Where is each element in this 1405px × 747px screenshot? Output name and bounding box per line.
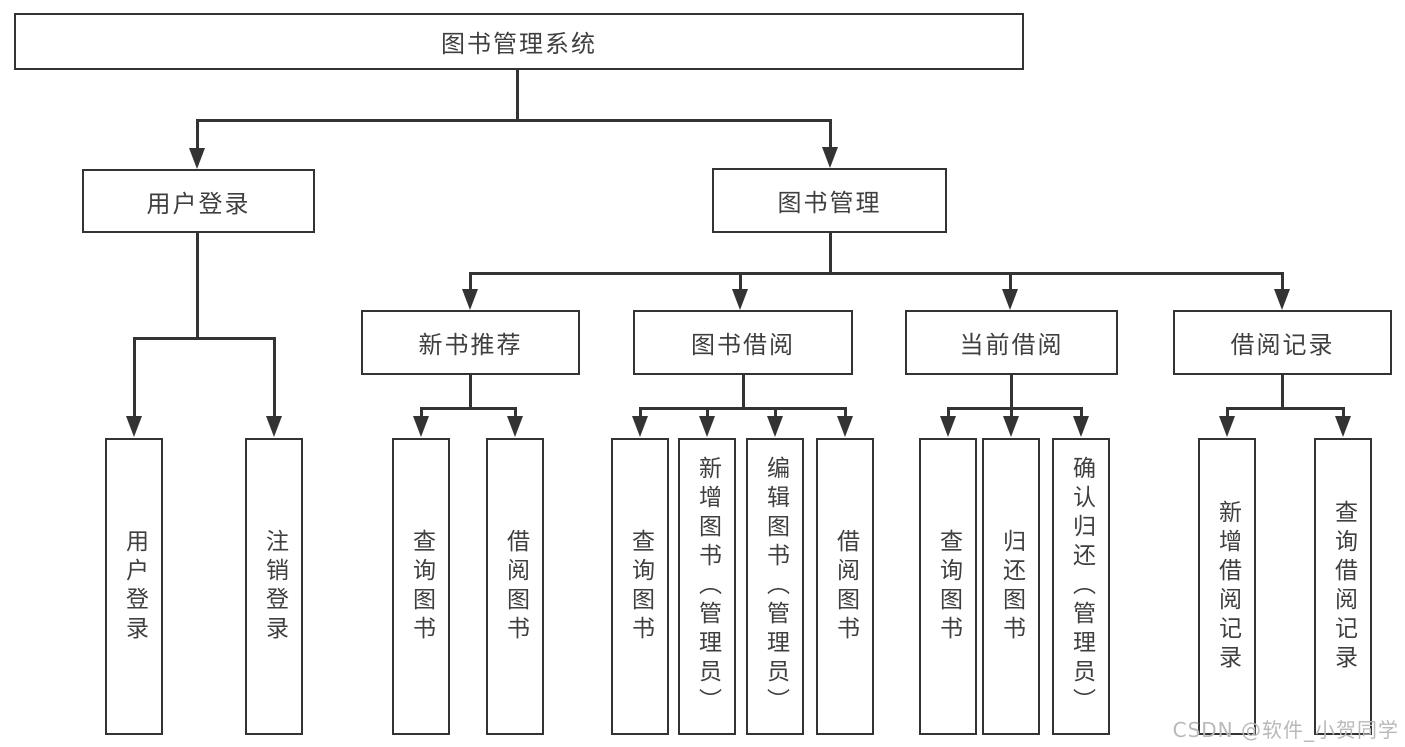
node-label: 查询借阅记录 xyxy=(1330,499,1357,674)
connector-line xyxy=(1342,407,1345,418)
arrowhead-down xyxy=(699,416,715,437)
arrowhead-down xyxy=(126,416,142,437)
node-label: 图书管理 xyxy=(777,189,882,217)
connector-line xyxy=(1010,373,1013,407)
arrowhead-down xyxy=(732,289,748,310)
leaf-edit-books-admin: 编辑图书（管理员） xyxy=(746,438,804,735)
node-book-borrowing: 图书借阅 xyxy=(633,310,853,375)
arrowhead-down xyxy=(837,416,853,437)
connector-line xyxy=(947,407,950,418)
connector-line xyxy=(196,233,199,337)
node-new-book-recommend: 新书推荐 xyxy=(361,310,580,375)
arrowhead-down xyxy=(1335,416,1351,437)
leaf-logout: 注销登录 xyxy=(245,438,303,735)
connector-line xyxy=(273,337,276,417)
connector-line xyxy=(829,233,832,274)
arrowhead-down xyxy=(632,416,648,437)
leaf-borrow-books-borrowing: 借阅图书 xyxy=(816,438,874,735)
connector-line xyxy=(829,119,832,149)
connector-line xyxy=(1226,407,1229,418)
connector-hbar xyxy=(639,407,846,410)
connector-line xyxy=(639,407,642,418)
node-label: 借阅图书 xyxy=(832,528,859,645)
connector-line xyxy=(469,272,472,291)
connector-root-stem xyxy=(516,70,519,119)
arrowhead-down xyxy=(767,416,783,437)
arrowhead-down xyxy=(1073,416,1089,437)
node-label: 图书管理系统 xyxy=(441,30,597,58)
connector-line xyxy=(514,407,517,418)
connector-hbar xyxy=(947,407,1082,410)
node-label: 借阅图书 xyxy=(502,528,529,645)
leaf-return-books: 归还图书 xyxy=(982,438,1040,735)
connector-line xyxy=(469,373,472,407)
leaf-query-books-borrowing: 查询图书 xyxy=(611,438,669,735)
connector-hbar xyxy=(420,407,516,410)
connector-line xyxy=(1281,373,1284,407)
node-label: 新书推荐 xyxy=(418,331,523,359)
node-label: 归还图书 xyxy=(998,528,1025,645)
csdn-watermark: CSDN @软件_小贺同学 xyxy=(1172,718,1399,742)
arrowhead-down xyxy=(1274,289,1290,310)
arrowhead-down xyxy=(1219,416,1235,437)
node-label: 新增图书（管理员） xyxy=(694,456,721,717)
node-label: 图书借阅 xyxy=(691,331,795,359)
node-label: 注销登录 xyxy=(261,528,288,645)
connector-line xyxy=(706,407,709,418)
connector-line xyxy=(420,407,423,418)
node-label: 用户登录 xyxy=(121,528,148,645)
leaf-borrow-books-recommend: 借阅图书 xyxy=(486,438,544,735)
connector-line xyxy=(1281,272,1284,291)
arrowhead-down xyxy=(1003,416,1019,437)
node-label: 当前借阅 xyxy=(959,331,1064,359)
leaf-query-borrow-record: 查询借阅记录 xyxy=(1314,438,1372,735)
node-label: 用户登录 xyxy=(146,189,251,218)
arrowhead-down xyxy=(266,416,282,437)
arrowhead-down xyxy=(413,416,429,437)
connector-line xyxy=(1080,407,1083,418)
node-label: 新增借阅记录 xyxy=(1214,499,1241,674)
connector-hbar xyxy=(469,272,1282,275)
node-label: 查询图书 xyxy=(935,528,962,645)
arrowhead-down xyxy=(822,147,838,168)
leaf-query-books-current: 查询图书 xyxy=(919,438,977,735)
leaf-query-books-recommend: 查询图书 xyxy=(392,438,450,735)
connector-line xyxy=(739,272,742,291)
arrowhead-down xyxy=(940,416,956,437)
arrowhead-down xyxy=(507,416,523,437)
node-label: 借阅记录 xyxy=(1230,331,1335,359)
leaf-confirm-return-admin: 确认归还（管理员） xyxy=(1052,438,1110,735)
node-user-login: 用户登录 xyxy=(82,169,315,233)
connector-line xyxy=(196,119,199,150)
connector-hbar xyxy=(133,337,275,340)
connector-line xyxy=(844,407,847,418)
node-current-borrowing: 当前借阅 xyxy=(905,310,1118,375)
connector-line xyxy=(1010,407,1013,418)
node-label: 确认归还（管理员） xyxy=(1068,456,1095,717)
connector-root-hbar xyxy=(196,119,832,122)
connector-line xyxy=(1009,272,1012,291)
leaf-add-books-admin: 新增图书（管理员） xyxy=(678,438,736,735)
node-label: 编辑图书（管理员） xyxy=(762,456,789,717)
connector-line xyxy=(133,337,136,417)
arrowhead-down xyxy=(1002,289,1018,310)
node-root-system: 图书管理系统 xyxy=(14,13,1024,70)
node-book-management: 图书管理 xyxy=(712,168,947,233)
connector-hbar xyxy=(1226,407,1344,410)
leaf-add-borrow-record: 新增借阅记录 xyxy=(1198,438,1256,735)
arrowhead-down xyxy=(462,289,478,310)
connector-line xyxy=(774,407,777,418)
node-label: 查询图书 xyxy=(408,528,435,645)
node-label: 查询图书 xyxy=(627,528,654,645)
connector-line xyxy=(742,373,745,407)
node-borrowing-records: 借阅记录 xyxy=(1173,310,1392,375)
arrowhead-down xyxy=(189,148,205,169)
leaf-user-login: 用户登录 xyxy=(105,438,163,735)
